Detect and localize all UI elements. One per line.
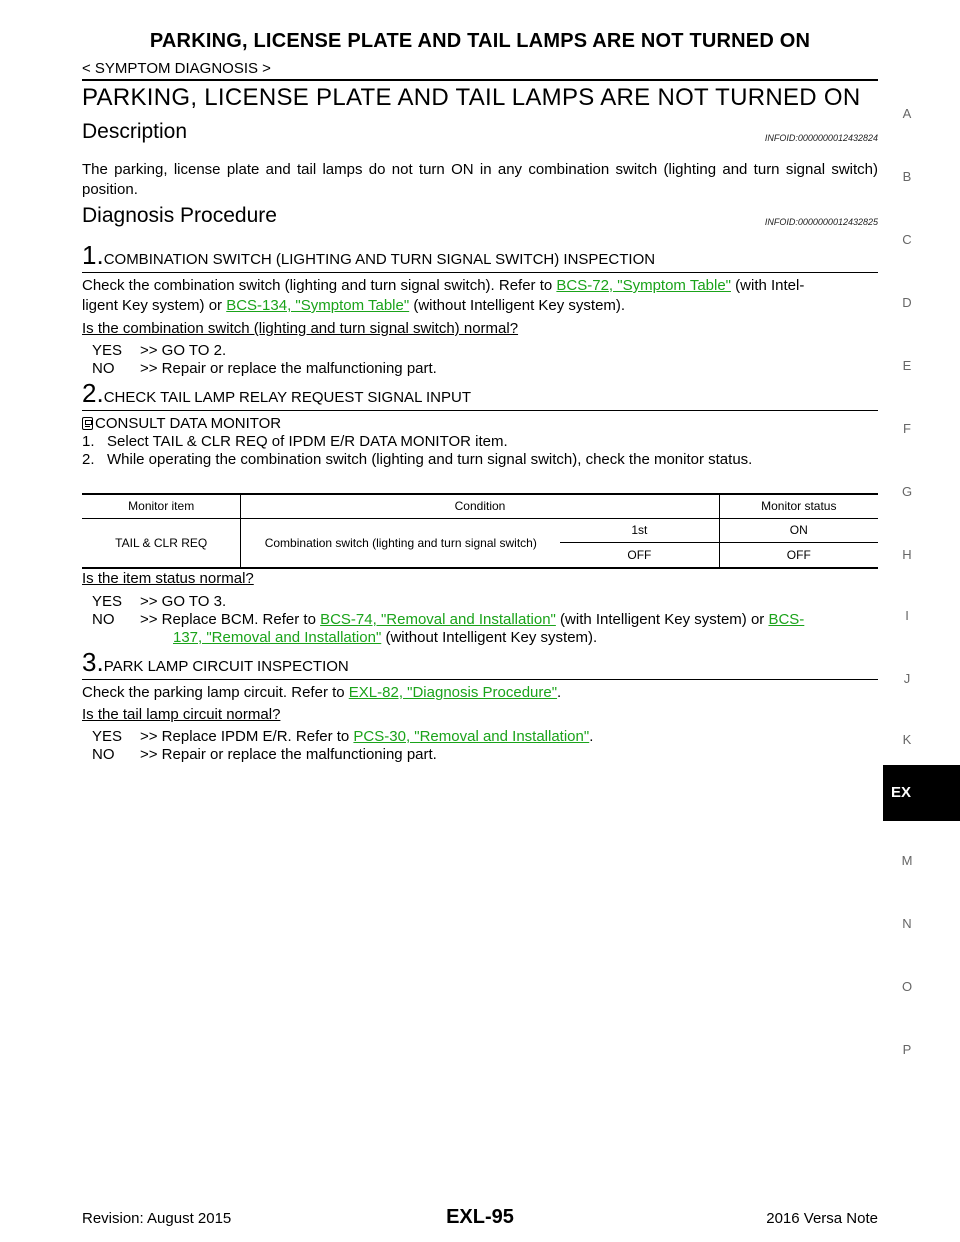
description-infoid: INFOID:0000000012432824 (764, 133, 878, 143)
description-heading: Description (82, 120, 188, 143)
step-3-text: Check the parking lamp circuit. Refer to… (82, 683, 561, 703)
step-2-no-line2: 137, "Removal and Installation" (without… (173, 629, 597, 646)
step-3-yes-text-b: . (589, 728, 594, 745)
step-1-yes-label: YES (92, 342, 123, 359)
bcs-72-symptom-table-link[interactable]: BCS-72, "Symptom Table" (556, 277, 731, 294)
footer-revision: Revision: August 2015 (82, 1210, 232, 1227)
side-index-f[interactable]: F (903, 421, 911, 436)
position-off: OFF (560, 542, 720, 568)
step-2-item-2: 2. While operating the combination switc… (82, 451, 753, 468)
step-1-text-line2: ligent Key system) or BCS-134, "Symptom … (82, 296, 625, 316)
status-on: ON (789, 523, 808, 537)
step-1-question: Is the combination switch (lighting and … (82, 320, 519, 337)
status-off: OFF (786, 547, 811, 562)
step-3-yes-text-a: >> Replace IPDM E/R. Refer to (140, 728, 354, 745)
step-2-item-1: 1. Select TAIL & CLR REQ of IPDM E/R DAT… (82, 433, 508, 450)
footer-model: 2016 Versa Note (766, 1210, 878, 1227)
step-1-text-cont: (with Intel- (731, 277, 805, 294)
step-1-rule (82, 272, 878, 273)
step-2-question: Is the item status normal? (82, 570, 254, 587)
side-index-h[interactable]: H (902, 547, 912, 562)
step-2-number: 2. (82, 378, 104, 408)
col-monitor-item: Monitor item (82, 494, 242, 518)
bcs-137-removal-link-part1[interactable]: BCS- (768, 611, 805, 628)
side-index-e[interactable]: E (902, 358, 912, 373)
step-3-no-text: >> Repair or replace the malfunctioning … (140, 746, 437, 763)
step-1-text-line1: Check the combination switch (lighting a… (82, 276, 882, 296)
bcs-134-symptom-table-link[interactable]: BCS-134, "Symptom Table" (226, 297, 410, 314)
side-index-n[interactable]: N (902, 916, 912, 931)
side-index-o[interactable]: O (901, 979, 913, 994)
consult-label: CONSULT DATA MONITOR (95, 415, 282, 432)
col-condition: Condition (240, 494, 720, 518)
side-index-g[interactable]: G (901, 484, 913, 499)
side-index-ex-tab[interactable]: EX (883, 765, 960, 821)
step-3-heading: 3.PARK LAMP CIRCUIT INSPECTION (82, 647, 349, 678)
step-3-text-a: Check the parking lamp circuit. Refer to (82, 684, 349, 701)
procedure-infoid: INFOID:0000000012432825 (764, 217, 878, 227)
step-1-yes-text: >> GO TO 2. (140, 342, 227, 359)
side-index-b[interactable]: B (902, 169, 912, 184)
side-index-j[interactable]: J (903, 671, 911, 686)
step-3-question: Is the tail lamp circuit normal? (82, 706, 281, 723)
condition-cell: Combination switch (lighting and turn si… (240, 518, 561, 569)
bcs-74-removal-link[interactable]: BCS-74, "Removal and Installation" (320, 611, 556, 628)
step-3-text-b: . (557, 684, 562, 701)
pcs-30-removal-link[interactable]: PCS-30, "Removal and Installation" (353, 728, 590, 745)
side-index-p[interactable]: P (902, 1042, 912, 1057)
step-3-rule (82, 679, 878, 680)
step-2-yes-text: >> GO TO 3. (140, 593, 227, 610)
breadcrumb: < SYMPTOM DIAGNOSIS > (82, 60, 271, 77)
consult-monitor-icon (82, 417, 93, 430)
step-1-text-cont3: (without Intelligent Key system). (409, 297, 626, 314)
step-1-no-label: NO (92, 360, 115, 377)
step-2-title: CHECK TAIL LAMP RELAY REQUEST SIGNAL INP… (103, 389, 472, 406)
step-2-no-text-end: (without Intelligent Key system). (381, 629, 598, 646)
table-header-row: Monitor item Condition Monitor status (82, 494, 878, 518)
monitor-table: Monitor item Condition Monitor status TA… (82, 493, 878, 569)
step-2-no-line1: >> Replace BCM. Refer to BCS-74, "Remova… (140, 611, 804, 628)
step-2-no-label: NO (92, 611, 115, 628)
step-3-yes-text: >> Replace IPDM E/R. Refer to PCS-30, "R… (140, 728, 593, 745)
side-index-k[interactable]: K (902, 732, 912, 747)
step-2-rule (82, 410, 878, 411)
step-2-yes-label: YES (92, 593, 123, 610)
procedure-heading: Diagnosis Procedure (82, 204, 277, 227)
footer-page-number: EXL-95 (446, 1206, 514, 1228)
exl-82-diagnosis-link[interactable]: EXL-82, "Diagnosis Procedure" (348, 684, 558, 701)
step-2-no-text-cont: (with Intelligent Key system) or (555, 611, 769, 628)
col-monitor-status: Monitor status (761, 499, 837, 514)
side-index-i[interactable]: I (905, 608, 909, 623)
header-rule (82, 79, 878, 81)
step-3-title: PARK LAMP CIRCUIT INSPECTION (103, 658, 349, 675)
running-header-title: PARKING, LICENSE PLATE AND TAIL LAMPS AR… (149, 30, 811, 52)
side-index-c[interactable]: C (902, 232, 912, 247)
description-text: The parking, license plate and tail lamp… (82, 161, 878, 198)
side-index-m[interactable]: M (901, 853, 913, 868)
page-title: PARKING, LICENSE PLATE AND TAIL LAMPS AR… (82, 84, 861, 111)
step-2-no-text: >> Replace BCM. Refer to (140, 611, 321, 628)
step-2-heading: 2.CHECK TAIL LAMP RELAY REQUEST SIGNAL I… (82, 378, 471, 409)
step-3-yes-label: YES (92, 728, 123, 745)
step-3-no-label: NO (92, 746, 115, 763)
bcs-137-removal-link-part2[interactable]: 137, "Removal and Installation" (173, 629, 382, 646)
step-1-heading: 1.COMBINATION SWITCH (LIGHTING AND TURN … (82, 240, 655, 271)
side-index-d[interactable]: D (902, 295, 912, 310)
step-1-title: COMBINATION SWITCH (LIGHTING AND TURN SI… (103, 251, 656, 268)
step-1-text: Check the combination switch (lighting a… (82, 277, 557, 294)
consult-line: CONSULT DATA MONITOR (82, 414, 281, 434)
side-index-a[interactable]: A (902, 106, 912, 121)
table-row: TAIL & CLR REQ Combination switch (light… (82, 518, 878, 569)
step-1-text-cont2: ligent Key system) or (82, 297, 227, 314)
position-1st: 1st (560, 518, 720, 542)
step-3-number: 3. (82, 647, 104, 677)
monitor-item-cell: TAIL & CLR REQ (82, 518, 242, 569)
step-1-no-text: >> Repair or replace the malfunctioning … (140, 360, 437, 377)
step-1-number: 1. (82, 240, 104, 270)
